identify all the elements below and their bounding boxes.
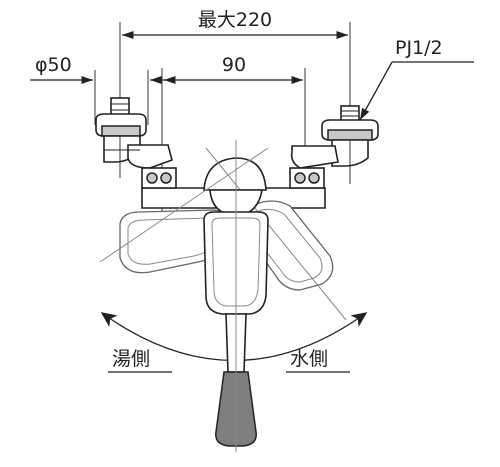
- lever-center: [203, 140, 269, 452]
- right-elbow: [290, 105, 379, 184]
- center-distance-label: 90: [222, 54, 246, 76]
- connection-label: PJ1/2: [395, 37, 443, 59]
- cold-side-label: 水側: [290, 348, 328, 370]
- cold-side-callout: 水側: [286, 348, 350, 373]
- max-width-label: 最大220: [198, 9, 272, 31]
- hot-side-callout: 湯側: [108, 348, 172, 373]
- hot-side-label: 湯側: [112, 348, 150, 370]
- connection-leader: PJ1/2: [359, 37, 474, 121]
- left-elbow: [95, 97, 173, 178]
- diameter-dimension: φ50: [30, 54, 168, 125]
- diameter-label: φ50: [35, 54, 72, 76]
